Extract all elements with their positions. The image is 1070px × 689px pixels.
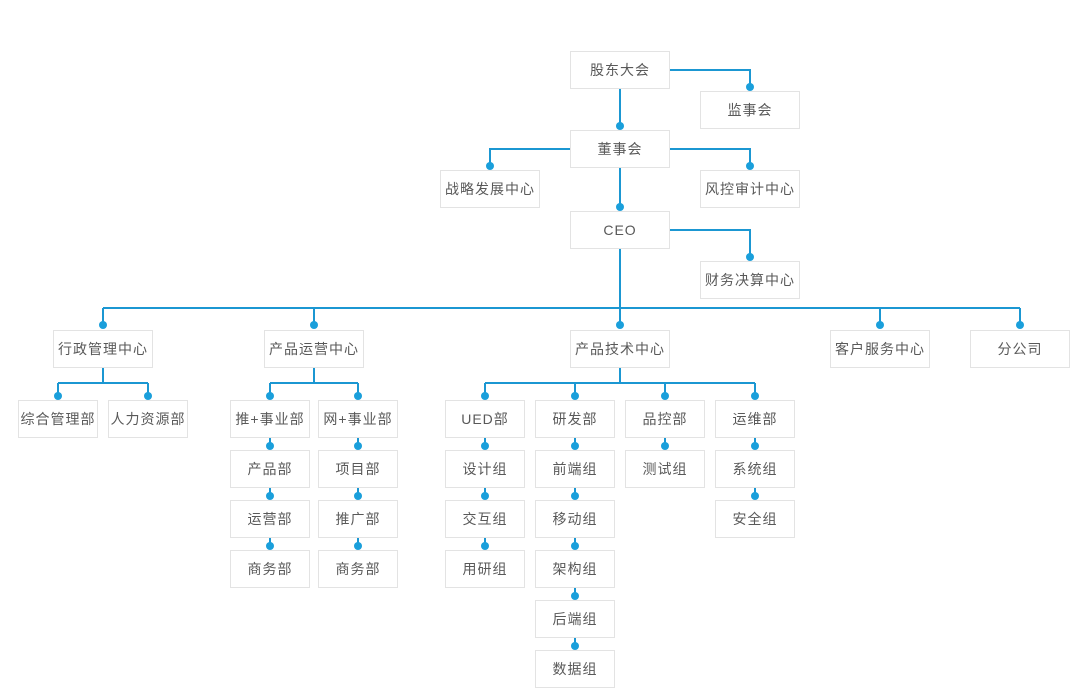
org-node-board-of-directors: 董事会 [570,130,670,168]
org-node-customer-service-center: 客户服务中心 [830,330,930,368]
org-node-hr-dept: 人力资源部 [108,400,188,438]
org-node-shareholders-meeting: 股东大会 [570,51,670,89]
org-node-product-dept: 产品部 [230,450,310,488]
org-node-rd-dept: 研发部 [535,400,615,438]
org-node-product-operation-center: 产品运营中心 [264,330,364,368]
org-node-architecture-group: 架构组 [535,550,615,588]
org-node-supervisory-board: 监事会 [700,91,800,129]
org-node-mobile-group: 移动组 [535,500,615,538]
org-node-quality-control-dept: 品控部 [625,400,705,438]
org-node-design-group: 设计组 [445,450,525,488]
org-node-ued-dept: UED部 [445,400,525,438]
org-node-risk-audit-center: 风控审计中心 [700,170,800,208]
org-node-financial-settlement-center: 财务决算中心 [700,261,800,299]
org-node-testing-group: 测试组 [625,450,705,488]
org-node-om-dept: 运维部 [715,400,795,438]
org-node-promotion-dept: 推广部 [318,500,398,538]
org-node-branch-company: 分公司 [970,330,1070,368]
org-node-wang-plus-division: 网+事业部 [318,400,398,438]
org-node-operation-dept: 运营部 [230,500,310,538]
org-node-product-tech-center: 产品技术中心 [570,330,670,368]
org-node-system-group: 系统组 [715,450,795,488]
org-node-security-group: 安全组 [715,500,795,538]
org-node-tui-plus-division: 推+事业部 [230,400,310,438]
org-node-frontend-group: 前端组 [535,450,615,488]
connector-dots [54,83,1024,650]
org-node-business-dept-wang: 商务部 [318,550,398,588]
org-node-data-group: 数据组 [535,650,615,688]
org-node-strategy-development-center: 战略发展中心 [440,170,540,208]
org-node-project-dept: 项目部 [318,450,398,488]
org-node-admin-management-center: 行政管理中心 [53,330,153,368]
org-node-interaction-group: 交互组 [445,500,525,538]
org-node-business-dept-tui: 商务部 [230,550,310,588]
org-node-ceo: CEO [570,211,670,249]
org-node-backend-group: 后端组 [535,600,615,638]
org-node-user-research-group: 用研组 [445,550,525,588]
org-node-general-management-dept: 综合管理部 [18,400,98,438]
